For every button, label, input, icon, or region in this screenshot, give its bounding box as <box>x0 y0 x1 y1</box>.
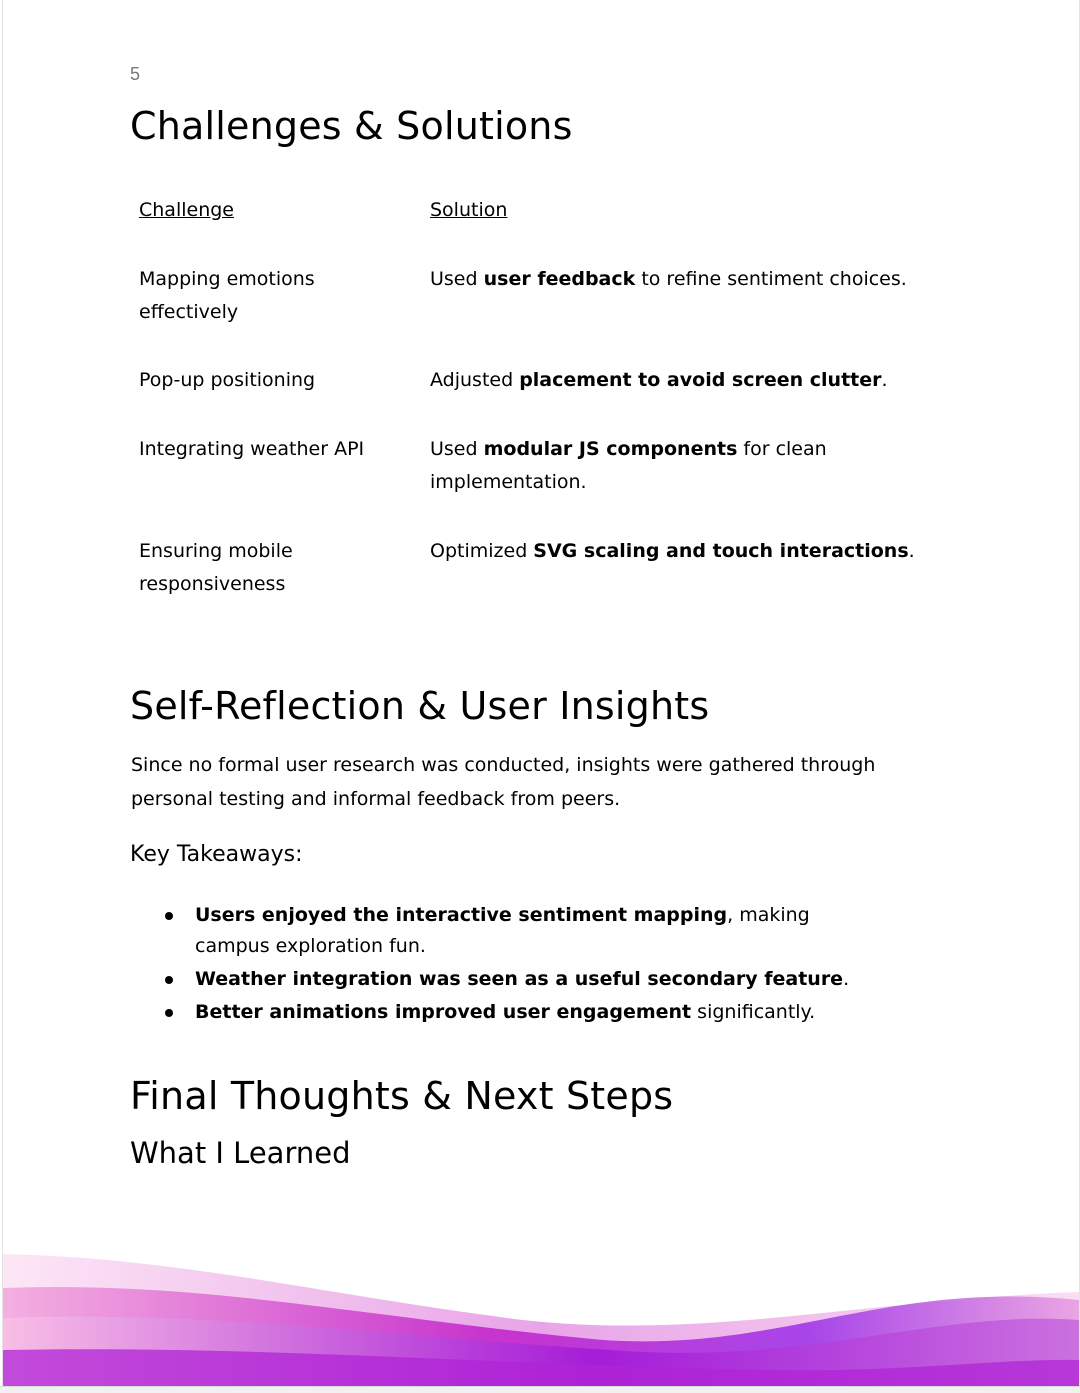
table-row-4-challenge: Ensuring mobile responsiveness <box>139 540 293 595</box>
table-row-2-solution: Adjusted placement to avoid screen clutt… <box>430 369 888 391</box>
challenge-column-header: Challenge <box>139 199 234 221</box>
bullet-icon <box>165 976 173 984</box>
table-row-3-solution: Used modular JS components for clean imp… <box>430 438 827 493</box>
page-separator <box>0 1386 1080 1393</box>
challenges-heading: Challenges & Solutions <box>130 104 573 148</box>
list-item: Users enjoyed the interactive sentiment … <box>163 900 883 962</box>
table-row-2-challenge: Pop-up positioning <box>139 369 316 391</box>
table-row-1-challenge: Mapping emotions effectively <box>139 268 315 323</box>
key-takeaways-label: Key Takeaways: <box>130 842 303 867</box>
table-row-3-challenge: Integrating weather API <box>139 438 365 460</box>
table-row-4-solution: Optimized SVG scaling and touch interact… <box>430 540 915 562</box>
solution-column-header: Solution <box>430 199 508 221</box>
list-item: Better animations improved user engageme… <box>163 997 883 1028</box>
reflection-heading: Self-Reflection & User Insights <box>130 684 710 728</box>
decorative-wave-footer <box>3 1254 1079 1386</box>
list-item: Weather integration was seen as a useful… <box>163 964 883 995</box>
bullet-icon <box>165 1009 173 1017</box>
what-i-learned-subheading: What I Learned <box>130 1136 351 1170</box>
bullet-icon <box>165 912 173 920</box>
final-thoughts-heading: Final Thoughts & Next Steps <box>130 1074 674 1118</box>
table-row-1-solution: Used user feedback to refine sentiment c… <box>430 268 907 290</box>
takeaways-list: Users enjoyed the interactive sentiment … <box>163 900 883 1030</box>
page-number: 5 <box>130 64 141 84</box>
reflection-paragraph: Since no formal user research was conduc… <box>131 754 876 810</box>
